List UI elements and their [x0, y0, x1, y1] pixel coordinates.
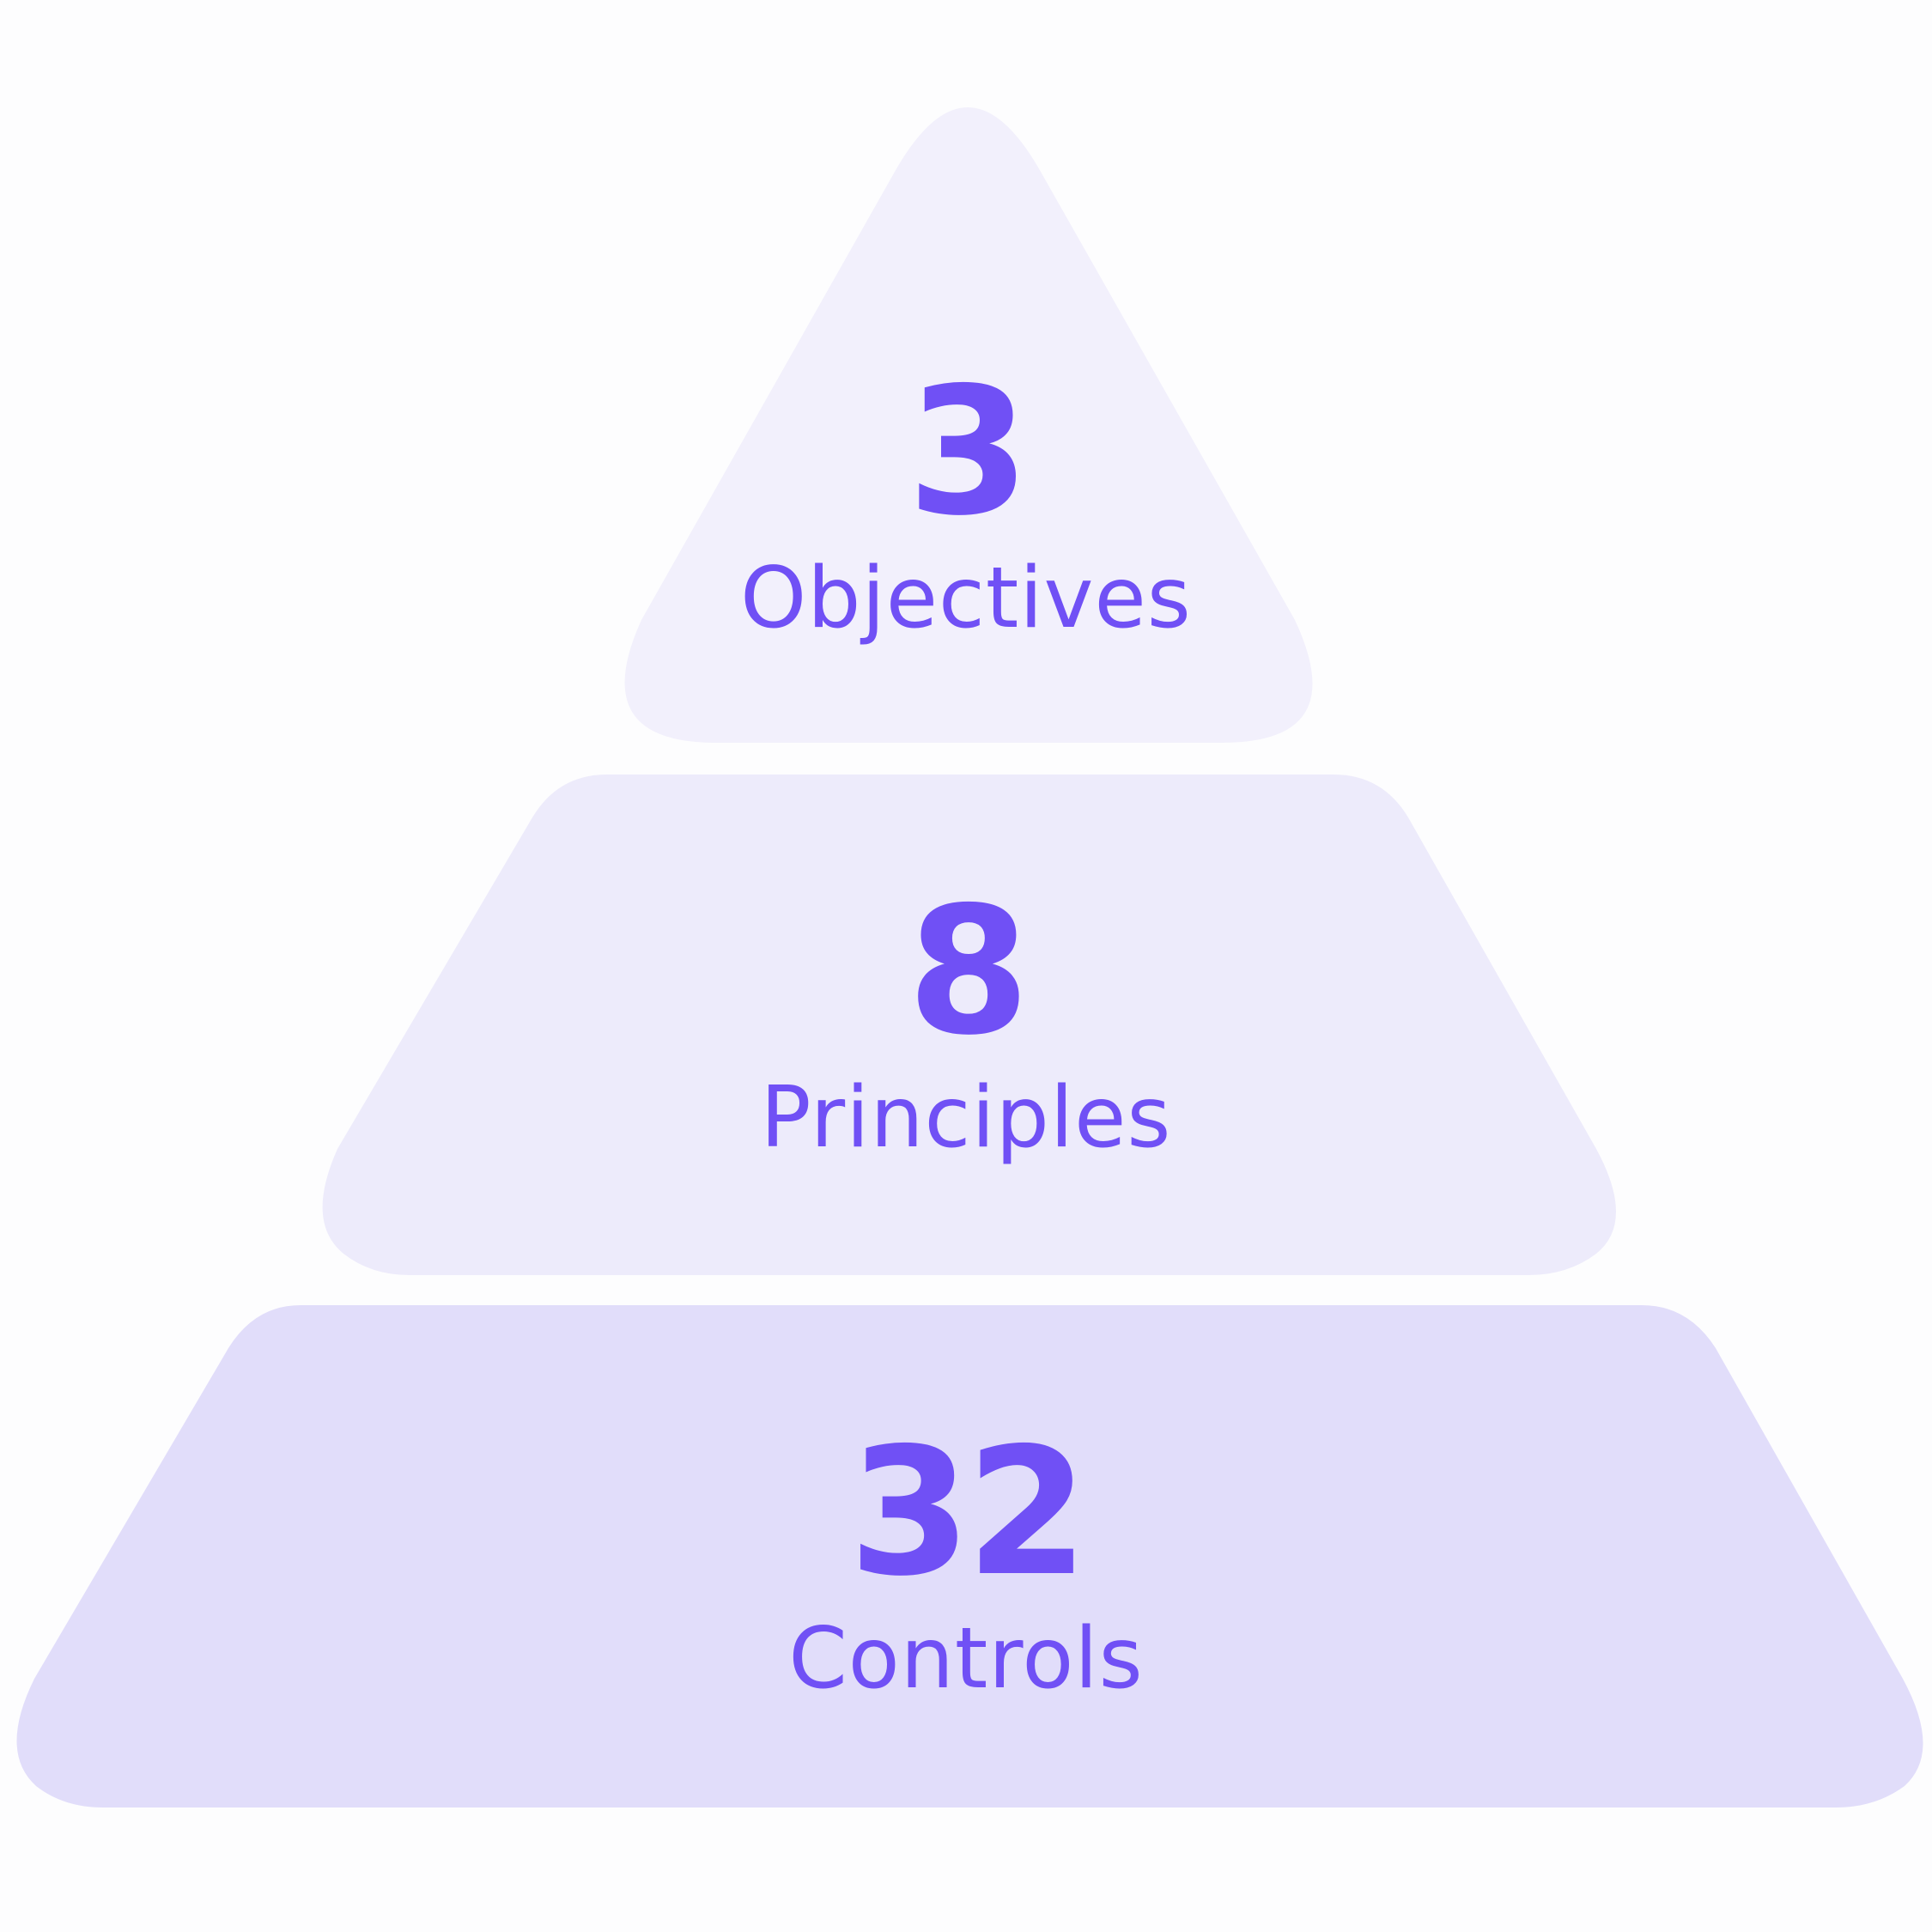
tier-middle-shape: [322, 775, 1616, 1275]
tier-label: Principles: [760, 1069, 1172, 1167]
tier-bottom-shape: [16, 1305, 1923, 1807]
tier-top-shape: [624, 107, 1313, 743]
tier-label: Objectives: [740, 550, 1192, 647]
tier-number: 32: [848, 1411, 1088, 1615]
tier-objectives: 3 Objectives: [0, 365, 1932, 641]
tier-controls: 32 Controls: [0, 1411, 1932, 1708]
tier-number: 3: [907, 350, 1030, 555]
tier-principles: 8 Principles: [0, 870, 1932, 1167]
tier-number: 8: [907, 870, 1030, 1074]
tier-label: Controls: [788, 1610, 1144, 1708]
